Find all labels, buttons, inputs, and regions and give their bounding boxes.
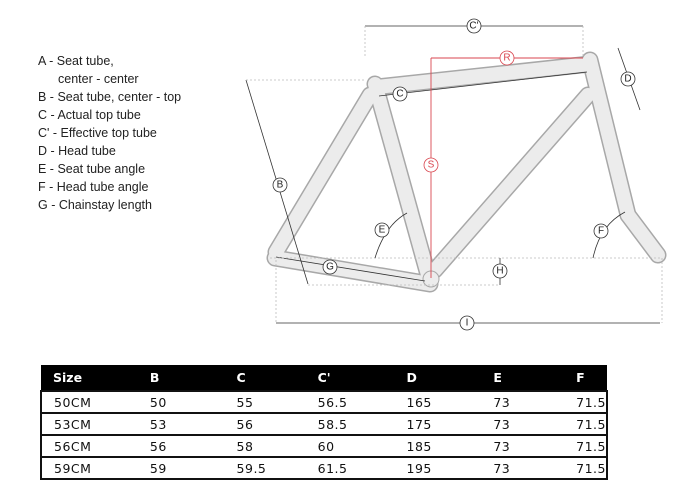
table-cell: 73 xyxy=(481,434,565,458)
label-r: R xyxy=(503,53,510,64)
table-cell: 73 xyxy=(481,456,565,480)
table-cell: 195 xyxy=(394,456,482,480)
table-cell: 175 xyxy=(394,412,482,436)
table-cell: 59CM xyxy=(40,456,138,480)
column-header: F xyxy=(564,365,607,391)
table-cell: 73 xyxy=(481,390,565,414)
label-f: F xyxy=(598,226,604,237)
legend-item: B - Seat tube, center - top xyxy=(38,90,182,104)
legend-item: center - center xyxy=(58,72,139,86)
table-cell: 71.5 xyxy=(564,456,608,480)
label-b: B xyxy=(277,180,284,191)
table-cell: 55 xyxy=(224,390,306,414)
label-s: S xyxy=(428,160,435,171)
legend-item: E - Seat tube angle xyxy=(38,162,146,176)
table-cell: 165 xyxy=(394,390,482,414)
table-cell: 53 xyxy=(137,412,225,436)
label-h: H xyxy=(496,266,503,277)
table-cell: 50CM xyxy=(40,390,138,414)
table-cell: 56 xyxy=(137,434,225,458)
label-c-prime: C' xyxy=(469,21,478,32)
table-cell: 71.5 xyxy=(564,434,608,458)
table-cell: 71.5 xyxy=(564,390,608,414)
legend-item: D - Head tube xyxy=(38,144,116,158)
table-header-row: Size B C C' D E F xyxy=(41,365,607,391)
legend-item: C' - Effective top tube xyxy=(38,126,157,140)
legend-item: C - Actual top tube xyxy=(38,108,141,122)
table-cell: 56CM xyxy=(40,434,138,458)
legend-item: A - Seat tube, xyxy=(38,54,114,68)
table-cell: 71.5 xyxy=(564,412,608,436)
table-cell: 53CM xyxy=(40,412,138,436)
table-cell: 60 xyxy=(305,434,395,458)
table-cell: 59 xyxy=(137,456,225,480)
column-header: Size xyxy=(41,365,138,391)
table-cell: 56.5 xyxy=(305,390,395,414)
legend-item: G - Chainstay length xyxy=(38,198,152,212)
table-cell: 61.5 xyxy=(305,456,395,480)
label-g: G xyxy=(326,262,334,273)
table-cell: 58.5 xyxy=(305,412,395,436)
table-cell: 59.5 xyxy=(224,456,306,480)
column-header: C' xyxy=(305,365,395,391)
label-d: D xyxy=(624,74,631,85)
table-cell: 73 xyxy=(481,412,565,436)
column-header: B xyxy=(137,365,225,391)
dimension-labels xyxy=(272,18,636,331)
column-header: E xyxy=(481,365,565,391)
label-c: C xyxy=(396,89,403,100)
table-cell: 185 xyxy=(394,434,482,458)
frame-geometry-diagram: C' C D B E F G H I R S xyxy=(245,18,667,331)
label-i: I xyxy=(466,318,469,329)
table-cell: 58 xyxy=(224,434,306,458)
column-header: D xyxy=(394,365,482,391)
table-cell: 50 xyxy=(137,390,225,414)
geometry-legend: A - Seat tube, center - center B - Seat … xyxy=(38,52,181,214)
table-cell: 56 xyxy=(224,412,306,436)
column-header: C xyxy=(224,365,306,391)
label-e: E xyxy=(379,225,386,236)
frame xyxy=(266,51,667,293)
legend-item: F - Head tube angle xyxy=(38,180,149,194)
